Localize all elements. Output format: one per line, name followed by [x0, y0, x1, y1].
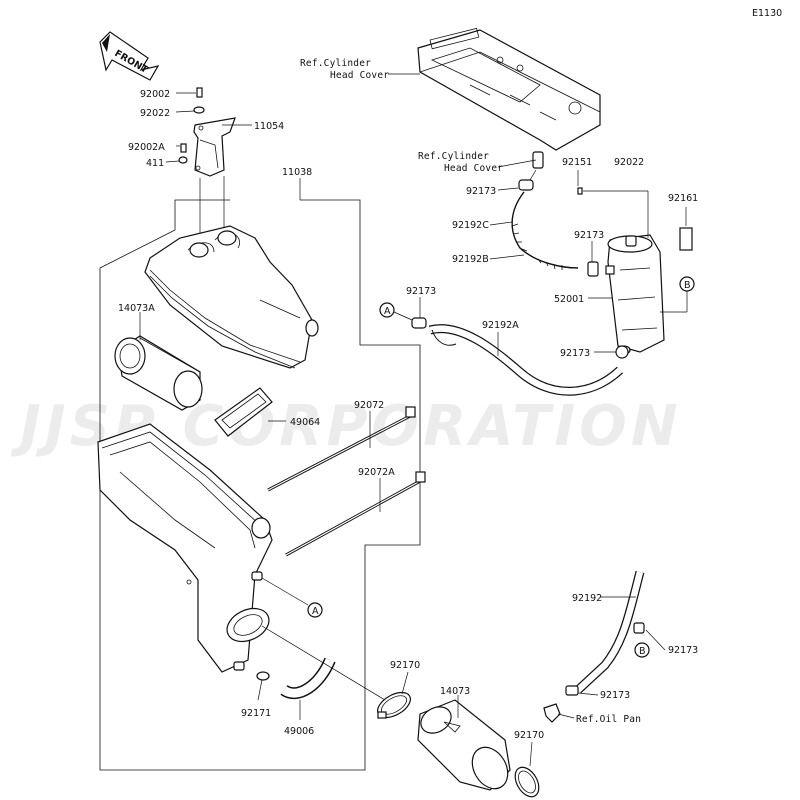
clamp-92170-a: [377, 691, 411, 719]
label-92173-top: 92173: [466, 186, 496, 197]
label-92022-right: 92022: [614, 157, 644, 168]
clamp-92173-oilpan: [565, 685, 579, 696]
label-11038: 11038: [282, 167, 312, 178]
cylinder-head-cover: [417, 27, 601, 169]
airbox-lid-11038: [144, 225, 319, 369]
fitting-oil-pan: [543, 703, 561, 723]
ref-cylinder-head-cover-label: Ref.Cylinder: [300, 58, 371, 69]
label-92192c: 92192C: [452, 220, 489, 231]
connection-marker-a-2: [307, 602, 323, 618]
ref-oil-pan-label: Ref.Oil Pan: [576, 714, 641, 725]
leader-line: [165, 160, 180, 163]
bolt-92002a: [180, 143, 187, 153]
clamp-92173: [518, 179, 534, 191]
leader-line: [497, 159, 537, 168]
bracket-11054: [193, 117, 236, 177]
leader-line: [645, 629, 666, 651]
leader-line: [393, 311, 413, 321]
nut-411: [178, 156, 188, 164]
front-arrow-icon: FRONT: [99, 31, 160, 81]
leader-line: [261, 625, 386, 701]
clamp-92173-left: [411, 317, 427, 329]
connection-marker-b-2: [634, 642, 650, 658]
hose-92192b-inner: [511, 191, 579, 269]
cable-tie-92072a: [285, 471, 426, 557]
clamp-92170-b: [514, 766, 540, 798]
label-92170-b: 92170: [514, 730, 544, 741]
gasket-49064: [214, 387, 273, 437]
leader-line: [401, 671, 409, 695]
leader-line: [577, 692, 599, 696]
label-52001: 52001: [554, 294, 584, 305]
ref-cylinder-head-cover-2-label: Ref.Cylinder: [418, 151, 489, 162]
label-49006: 49006: [284, 726, 314, 737]
label-92161: 92161: [668, 193, 698, 204]
clamp-92173-lower: [633, 622, 645, 634]
label-92002: 92002: [140, 89, 170, 100]
connection-marker-a-label: A: [384, 306, 391, 317]
hose-ribs: [511, 223, 563, 270]
drain-hose-49006: [281, 658, 335, 698]
label-14073a: 14073A: [118, 303, 155, 314]
label-92072a: 92072A: [358, 467, 395, 478]
label-92022-left: 92022: [140, 108, 170, 119]
label-49064: 49064: [290, 417, 320, 428]
hose-92192b: [511, 191, 579, 269]
leader-line: [557, 713, 575, 719]
hose-92192a: [429, 325, 623, 395]
label-92173-oilpan: 92173: [600, 690, 630, 701]
leader-line: [489, 254, 525, 260]
connection-marker-a2-label: A: [312, 606, 319, 617]
ref-cylinder-head-cover-2-label-line2: Head Cover: [444, 163, 503, 174]
leader-line: [529, 169, 537, 181]
label-92173-mid: 92173: [574, 230, 604, 241]
airbox-base: [97, 423, 273, 673]
label-14073: 14073: [440, 686, 470, 697]
leader-line: [497, 187, 519, 191]
connection-marker-a: [379, 302, 395, 318]
leader-line: [175, 110, 195, 113]
clamp-92171: [256, 671, 270, 681]
clamp-92173-bottom: [615, 345, 629, 359]
label-92151: 92151: [562, 157, 592, 168]
intake-duct-14073: [417, 699, 511, 791]
leader-line: [489, 221, 513, 226]
hose-92192: [575, 571, 644, 693]
leader-line: [257, 679, 263, 701]
separator-tank-52001: [587, 234, 665, 355]
pad-92161: [679, 227, 693, 251]
label-92171: 92171: [241, 708, 271, 719]
label-411: 411: [146, 158, 164, 169]
leader-line: [261, 577, 309, 606]
label-11054: 11054: [254, 121, 284, 132]
label-92192: 92192: [572, 593, 602, 604]
ref-cylinder-head-cover-label-line2: Head Cover: [330, 70, 389, 81]
connection-marker-b2-label: B: [639, 646, 646, 657]
label-92002a: 92002A: [128, 142, 165, 153]
bolt-92002: [196, 87, 203, 98]
cable-tie-92072: [267, 406, 416, 492]
label-92170-a: 92170: [390, 660, 420, 671]
screw-92151: [577, 187, 583, 195]
label-92192b: 92192B: [452, 254, 489, 265]
label-92192a: 92192A: [482, 320, 519, 331]
label-92072: 92072: [354, 400, 384, 411]
connection-marker-b-label: B: [684, 280, 691, 291]
label-92173-bottom: 92173: [560, 348, 590, 359]
label-92173-left: 92173: [406, 286, 436, 297]
leader-line: [529, 741, 533, 767]
group-boundary: [99, 199, 421, 771]
label-92173-lower-right: 92173: [668, 645, 698, 656]
diagram-code: E1130: [752, 8, 782, 19]
washer-92022: [193, 106, 205, 114]
